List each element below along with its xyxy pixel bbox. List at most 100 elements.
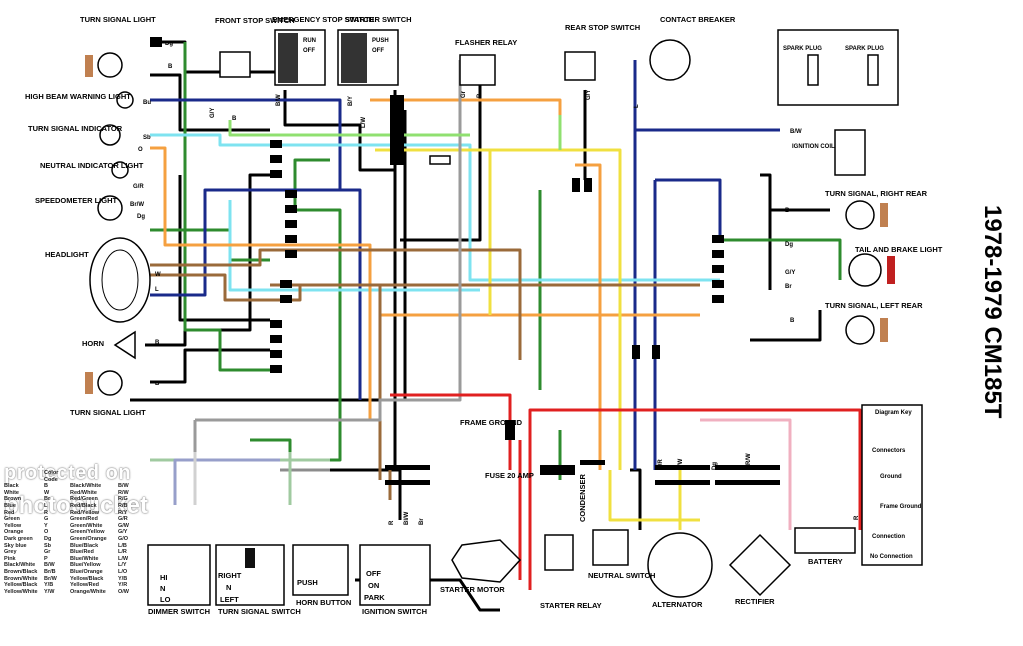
alternator-icon <box>647 532 713 598</box>
label-alternator: ALTERNATOR <box>652 600 703 609</box>
legend-cell: Blue <box>4 502 16 509</box>
legend-cell: Sb <box>44 542 52 549</box>
wire-code: W <box>155 272 161 278</box>
ignition-switch-box: OFF ON PARK <box>359 544 431 606</box>
legend-cell: Yellow/White <box>4 588 38 595</box>
switch-run-label: RUN <box>303 38 316 44</box>
key-item-ground: Ground <box>880 474 902 480</box>
wire-code: B/Y <box>348 96 354 106</box>
wire-code: B <box>155 340 160 346</box>
dimmer-n-label: N <box>160 584 165 593</box>
legend-cell: Dark green <box>4 535 33 542</box>
wire-code: B <box>232 116 237 122</box>
legend-cell: L/R <box>118 549 127 556</box>
turn-signal-front-bulb-icon <box>85 52 123 78</box>
legend-cell: Brown <box>4 496 22 503</box>
diagram-key-box <box>861 404 923 566</box>
legend-cell: Orange/White <box>70 588 106 595</box>
turn-signal-switch-box: RIGHT N LEFT <box>215 544 285 606</box>
legend-cell: R/W <box>118 489 129 496</box>
wire-code: G/Y <box>586 90 592 100</box>
wire-code: Sb <box>143 135 151 141</box>
label-front-stop: FRONT STOP SWITCH <box>215 16 295 25</box>
legend-cell: Yellow <box>4 522 22 529</box>
photobucket-watermark: protected on photobucket <box>0 452 330 542</box>
tail-light-icon <box>848 253 882 287</box>
legend-cell: Grey <box>4 549 17 556</box>
wire-code: O <box>138 147 143 153</box>
label-horn-button: HORN BUTTON <box>296 598 351 607</box>
legend-cell: Blue/Black <box>70 542 99 549</box>
legend-cell: Yellow/Red <box>70 582 100 589</box>
legend-cell: Yellow/Black <box>4 582 38 589</box>
label-contact-breaker: CONTACT BREAKER <box>660 15 736 24</box>
left-rear-signal-icon <box>845 315 875 345</box>
legend-cell: R <box>44 509 48 516</box>
ignition-coil-box <box>834 129 866 176</box>
label-ignition-switch: IGNITION SWITCH <box>362 607 427 616</box>
legend-cell: Brown/White <box>4 575 38 582</box>
legend-header: Color Code <box>4 470 139 483</box>
legend-cell: Green/Orange <box>70 535 107 542</box>
legend-cell: O <box>44 529 49 536</box>
watermark-line1: protected on <box>4 462 132 484</box>
label-starter-switch: STARTER SWITCH <box>345 15 412 24</box>
legend-cell: Red <box>4 509 15 516</box>
starter-switch-box: PUSH OFF <box>337 29 399 86</box>
horn-push-label: PUSH <box>297 578 318 587</box>
wire-code: L <box>634 104 640 108</box>
turn-n-label: N <box>226 583 231 592</box>
wire-code: Dg <box>165 41 173 47</box>
flasher-relay-box <box>459 54 496 86</box>
legend-cell: G <box>44 516 49 523</box>
spark-plug-1-icon <box>807 54 819 86</box>
ign-on-label: ON <box>368 581 379 590</box>
speedometer-bulb-icon <box>97 195 123 221</box>
diagram-title: 1978-1979 CM185T <box>979 205 1006 419</box>
wire-code: B <box>790 318 795 324</box>
legend-row: Blue L Red/Black R/B <box>4 503 139 510</box>
wire-code: G/R <box>658 459 664 470</box>
wire-code: Br/W <box>130 202 144 208</box>
legend-cell: Blue/White <box>70 555 99 562</box>
legend-cell: B/W <box>118 483 129 490</box>
label-spark-plug-1: SPARK PLUG <box>783 46 822 52</box>
wire-code: Gr <box>461 90 467 98</box>
turn-indicator-bulb-icon <box>99 124 121 146</box>
legend-cell: Br/B <box>44 568 56 575</box>
label-horn: HORN <box>82 339 104 348</box>
legend-cell: L <box>44 502 48 509</box>
legend-cell: R/B <box>118 502 128 509</box>
wire-code: G/Y <box>785 270 795 276</box>
turn-signal-rear-bulb-icon <box>85 370 123 396</box>
legend-cell: Green/Red <box>70 516 98 523</box>
legend-cell: L/B <box>118 542 127 549</box>
tail-lens-icon <box>887 256 895 284</box>
legend-cell: L/O <box>118 568 128 575</box>
legend-cell: Y/W <box>44 588 55 595</box>
label-headlight: HEADLIGHT <box>45 250 89 259</box>
spark-plug-panel <box>777 29 899 106</box>
battery-icon <box>794 527 856 554</box>
horn-button-box: PUSH <box>292 544 349 596</box>
switch-off-label: OFF <box>303 48 315 54</box>
label-turn-signal-top: TURN SIGNAL LIGHT <box>80 15 156 24</box>
label-emergency-stop: EMERGENCY STOP SWITCH <box>272 15 374 24</box>
turn-right-label: RIGHT <box>218 571 242 580</box>
legend-cell: Red/Black <box>70 502 97 509</box>
starter-relay-box <box>544 534 574 571</box>
label-frame-ground: FRAME GROUND <box>460 418 523 427</box>
legend-cell: G/R <box>118 516 128 523</box>
legend-cell: Brown/Black <box>4 568 38 575</box>
watermark-line2: photobucket <box>4 492 148 519</box>
legend-cell: Yellow/Black <box>70 575 104 582</box>
legend-cell: Br/W <box>44 575 57 582</box>
starter-motor-icon <box>451 539 522 583</box>
